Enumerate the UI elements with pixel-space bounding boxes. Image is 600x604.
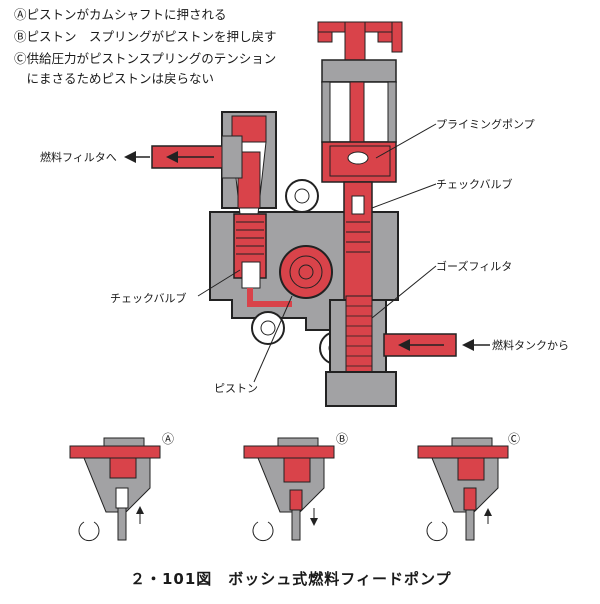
- right-channel: [325, 181, 397, 407]
- label-priming-pump: プライミングポンプ: [436, 118, 535, 131]
- marker-a: Ⓐ: [162, 432, 175, 446]
- label-check-valve-right: チェックバルブ: [436, 178, 513, 191]
- marker-b: Ⓑ: [336, 432, 349, 446]
- label-to-fuel-filter: 燃料フィルタへ: [40, 151, 117, 164]
- figure-caption: ２・101図 ボッシュ式燃料フィードポンプ: [130, 570, 452, 588]
- state-a-diagram: [69, 437, 161, 542]
- marker-c: Ⓒ: [508, 432, 521, 446]
- piston: [279, 245, 333, 299]
- label-piston: ピストン: [214, 382, 258, 395]
- note-a: Ⓐピストンがカムシャフトに押される: [14, 7, 227, 22]
- note-c: Ⓒ供給圧力がピストンスプリングのテンション: [14, 51, 277, 66]
- leader-lines: [197, 123, 437, 383]
- state-b-diagram: [243, 437, 335, 542]
- inlet-pipe: [383, 333, 457, 357]
- label-gauze-filter: ゴーズフィルタ: [436, 260, 513, 273]
- label-from-fuel-tank: 燃料タンクから: [492, 339, 569, 352]
- label-check-valve-left: チェックバルブ: [110, 292, 187, 305]
- outlet-pipe: [151, 135, 243, 179]
- note-b: Ⓑピストン スプリングがピストンを押し戻す: [14, 29, 277, 44]
- state-c-diagram: [417, 437, 509, 542]
- outlet-tower: [221, 111, 292, 307]
- note-c-cont: にまさるためピストンは戻らない: [14, 71, 215, 86]
- priming-pump: [317, 21, 403, 183]
